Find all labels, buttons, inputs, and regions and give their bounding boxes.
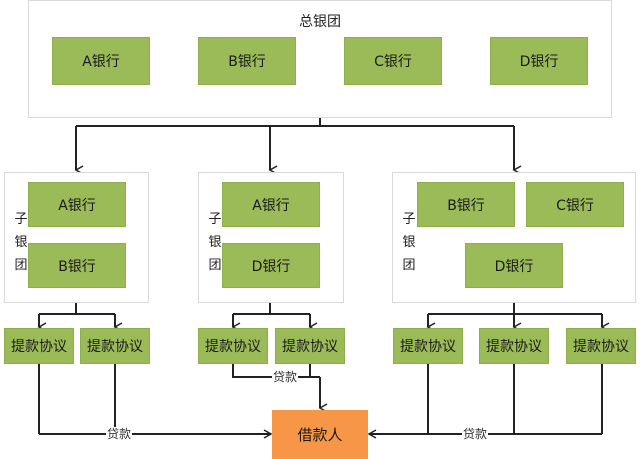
drawdown-agreement: 提款协议: [4, 328, 74, 364]
main-bank-d: D银行: [490, 37, 588, 85]
drawdown-agreement: 提款协议: [198, 328, 268, 364]
sub3-bank-d: D银行: [465, 243, 563, 288]
sub1-bank-b: B银行: [28, 243, 126, 288]
sub3-bank-b: B银行: [417, 182, 515, 227]
sub1-bank-a: A银行: [28, 182, 126, 227]
sub2-bank-d: D银行: [222, 243, 320, 288]
loan-label: 贷款: [272, 370, 299, 384]
sub-syndicate-label: 子银团: [14, 212, 28, 273]
loan-label: 贷款: [106, 427, 133, 441]
sub-syndicate-label: 子银团: [208, 212, 222, 273]
sub-syndicate-label: 子银团: [402, 212, 416, 273]
loan-label: 贷款: [462, 427, 489, 441]
main-bank-a: A银行: [52, 37, 150, 85]
drawdown-agreement: 提款协议: [80, 328, 150, 364]
sub2-bank-a: A银行: [222, 182, 320, 227]
drawdown-agreement: 提款协议: [479, 328, 549, 364]
main-bank-c: C银行: [344, 37, 442, 85]
main-bank-b: B银行: [198, 37, 296, 85]
sub3-bank-c: C银行: [526, 182, 624, 227]
drawdown-agreement: 提款协议: [275, 328, 345, 364]
main-syndicate-title: 总银团: [299, 14, 341, 30]
drawdown-agreement: 提款协议: [566, 328, 636, 364]
borrower: 借款人: [272, 410, 368, 459]
drawdown-agreement: 提款协议: [393, 328, 463, 364]
